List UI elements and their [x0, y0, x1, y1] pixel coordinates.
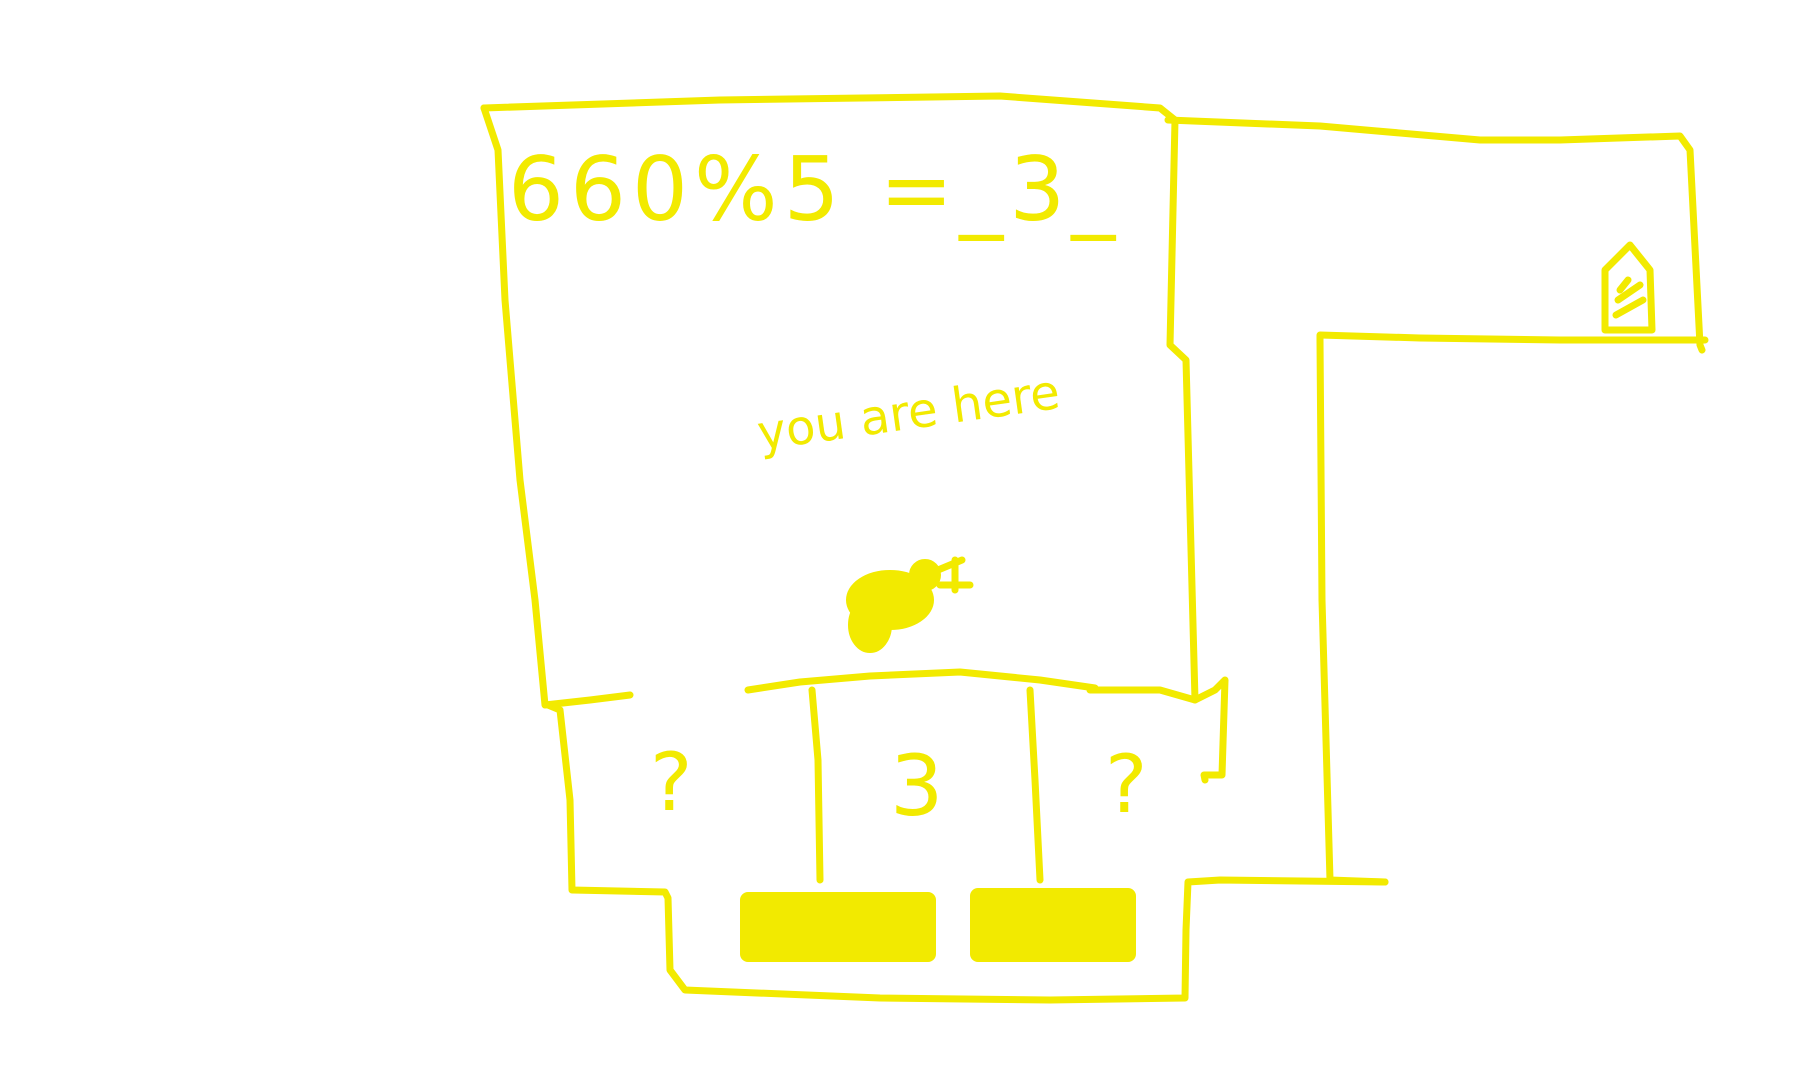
right-lower-wall — [1086, 686, 1199, 704]
exit-door-icon[interactable] — [1601, 241, 1656, 334]
divider-right — [1026, 686, 1044, 884]
corridor-top-wall — [1164, 116, 1706, 354]
marker-label: you are here — [754, 364, 1063, 462]
choice-slot-2[interactable]: 3 — [890, 737, 943, 835]
choice-dividers — [744, 668, 1099, 884]
map-walls — [480, 92, 1709, 1004]
choice-slot-3[interactable]: ? — [1105, 738, 1147, 831]
choice-label-3: ? — [1105, 738, 1147, 831]
choice-label-1: ? — [650, 736, 692, 829]
choice-slot-1[interactable]: ? — [650, 736, 692, 829]
main-room-wall — [480, 92, 1229, 784]
divider-top — [744, 668, 1099, 694]
you-are-here-label: you are here — [754, 364, 1063, 462]
floor-block-left — [740, 892, 936, 962]
choice-label-2: 3 — [890, 737, 943, 835]
corridor-bottom-wall — [1316, 331, 1709, 886]
floor-blocks — [740, 888, 1136, 962]
equation-text: 660%5 =_3_ — [508, 138, 1121, 241]
player-bee-icon[interactable] — [846, 556, 974, 653]
floor-block-right — [970, 888, 1136, 962]
divider-left — [808, 686, 824, 884]
left-wall — [480, 104, 634, 709]
choice-room-wall — [544, 701, 1389, 1004]
